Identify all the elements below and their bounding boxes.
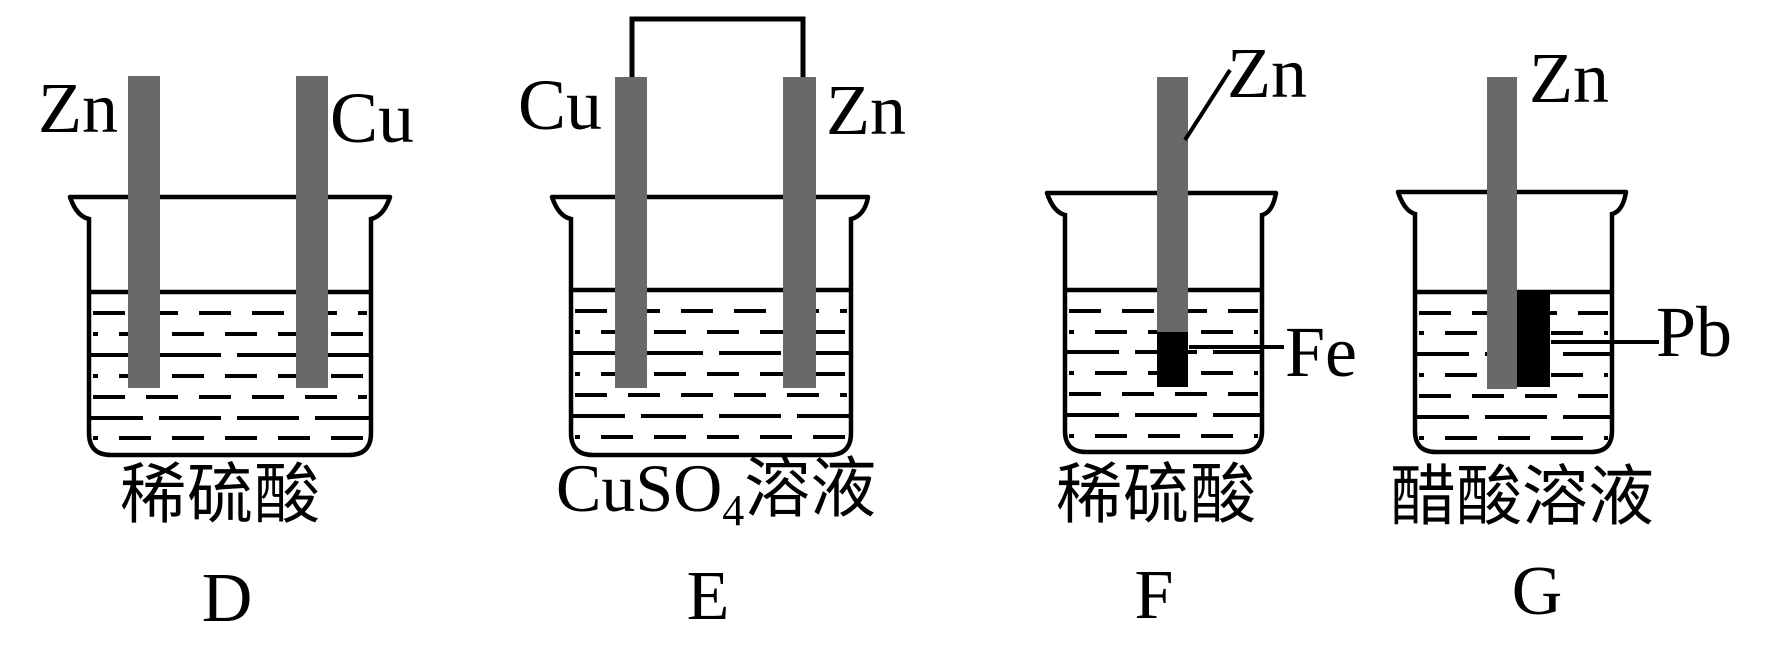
caption-f: F <box>1134 557 1174 634</box>
attachment-f-fe <box>1157 332 1188 387</box>
electrode-label-zn-e: Zn <box>826 70 906 150</box>
beaker-g-group <box>1395 77 1659 455</box>
solution-label-f: 稀硫酸 <box>1056 459 1257 532</box>
zn-pointer-line-f <box>1183 68 1232 142</box>
attachment-label-pb: Pb <box>1656 292 1733 372</box>
caption-d: D <box>201 560 253 637</box>
solution-label-g: 醋酸溶液 <box>1390 461 1654 534</box>
caption-g: G <box>1511 553 1563 630</box>
beaker-f-group <box>1044 68 1284 455</box>
solution-formula-tail: 溶液 <box>744 453 877 526</box>
solution-label-e: CuSO4溶液 <box>556 454 876 533</box>
solution-formula-subscript: 4 <box>722 486 745 535</box>
beaker-d-group <box>67 76 393 458</box>
rod-f-zn <box>1157 77 1188 332</box>
electrode-e-zn <box>783 77 816 388</box>
electrode-label-zn-d: Zn <box>38 68 118 148</box>
solution-label-d: 稀硫酸 <box>120 459 321 532</box>
electrode-d-zn <box>128 76 160 388</box>
caption-e: E <box>686 558 730 635</box>
connecting-wire-e <box>629 16 806 77</box>
attachment-g-pb <box>1517 292 1550 387</box>
beaker-e-group <box>549 16 871 458</box>
rod-g-zn <box>1487 77 1517 389</box>
electrode-e-cu <box>615 77 647 388</box>
electrode-label-cu-d: Cu <box>330 78 415 158</box>
rod-label-zn-g: Zn <box>1529 38 1609 118</box>
electrode-label-cu-e: Cu <box>518 65 603 145</box>
beaker-g-liquid-dashes <box>1415 311 1612 440</box>
electrode-d-cu <box>296 76 328 388</box>
solution-formula-main: CuSO <box>556 450 723 526</box>
beaker-d-outline <box>67 194 393 458</box>
rod-label-zn-f: Zn <box>1227 33 1307 113</box>
attachment-label-fe: Fe <box>1285 312 1357 392</box>
